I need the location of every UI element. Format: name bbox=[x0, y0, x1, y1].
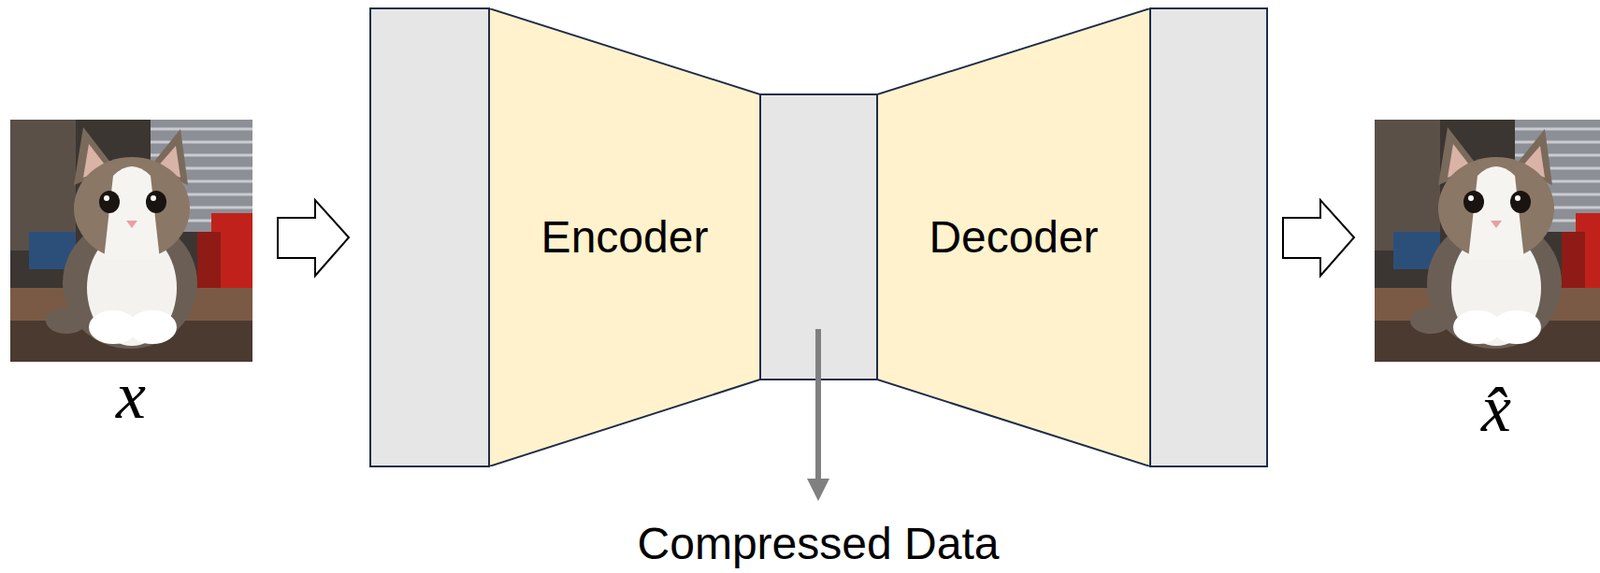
block-title: Encoder bbox=[541, 213, 709, 263]
trapezoid-block: Encoder bbox=[489, 8, 761, 467]
math-symbol: x bbox=[115, 359, 146, 433]
block-title: Decoder bbox=[929, 213, 1099, 263]
math-symbol: x̂ bbox=[1481, 372, 1512, 447]
trapezoid-block: Decoder bbox=[877, 8, 1151, 467]
output-label: Compressed Data bbox=[637, 519, 1000, 570]
